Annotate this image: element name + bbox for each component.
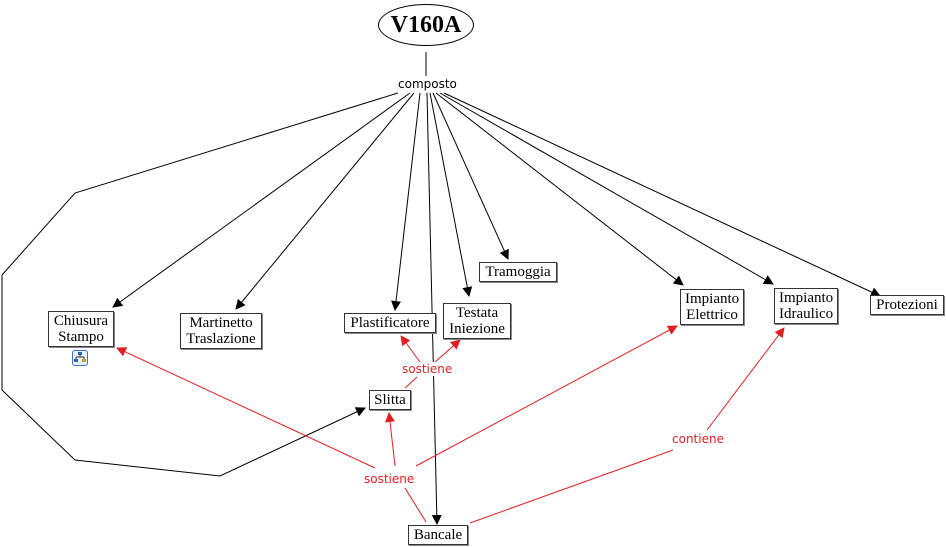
edge-composto-idraulico	[439, 92, 774, 285]
node-protezioni[interactable]: Protezioni	[870, 295, 944, 315]
edge-bancale-contiene	[469, 449, 674, 524]
edge-composto-protezioni	[443, 92, 881, 297]
node-chiusura-stampo[interactable]: Chiusura Stampo	[48, 311, 114, 347]
edge-composto-tramoggia	[432, 92, 509, 260]
edge-sostiene-slitta-plastificatore	[400, 335, 421, 363]
edge-composto-elettrico	[435, 92, 684, 286]
edge-composto-martinetto	[235, 92, 415, 310]
edge-sostiene-elettrico	[415, 325, 678, 467]
edge-composto-bancale	[426, 92, 442, 525]
edge-composto-chiusura	[112, 92, 411, 308]
node-martinetto-traslazione[interactable]: Martinetto Traslazione	[180, 313, 262, 349]
node-tramoggia[interactable]: Tramoggia	[479, 262, 557, 282]
relation-label-sostiene-upper: sostiene	[400, 362, 455, 376]
relation-label-sostiene-lower: sostiene	[362, 472, 417, 486]
node-impianto-idraulico[interactable]: Impianto Idraulico	[774, 288, 838, 324]
edge-composto-slitta	[1, 92, 399, 477]
node-testata-iniezione[interactable]: Testata Iniezione	[443, 303, 511, 339]
edge-sostiene-chiusura	[116, 347, 376, 469]
hierarchy-tree-icon[interactable]	[72, 350, 88, 366]
node-slitta[interactable]: Slitta	[369, 390, 411, 410]
edge-sostiene-slitta-testata	[434, 339, 461, 363]
node-impianto-elettrico[interactable]: Impianto Elettrico	[680, 289, 744, 325]
edge-composto-testata	[429, 92, 473, 297]
relation-label-composto: composto	[396, 77, 459, 91]
edge-sostiene-slitta	[385, 412, 396, 467]
node-plastificatore[interactable]: Plastificatore	[344, 313, 436, 333]
edge-composto-plastificatore	[391, 92, 421, 311]
relation-label-contiene: contiene	[670, 432, 726, 446]
edge-slitta-sostiene-upper	[404, 376, 418, 389]
edge-contiene-idraulico	[706, 327, 785, 431]
edge-bancale-sostiene-lower	[404, 487, 427, 523]
root-node-v160a[interactable]: V160A	[378, 4, 474, 46]
node-bancale[interactable]: Bancale	[408, 525, 468, 545]
